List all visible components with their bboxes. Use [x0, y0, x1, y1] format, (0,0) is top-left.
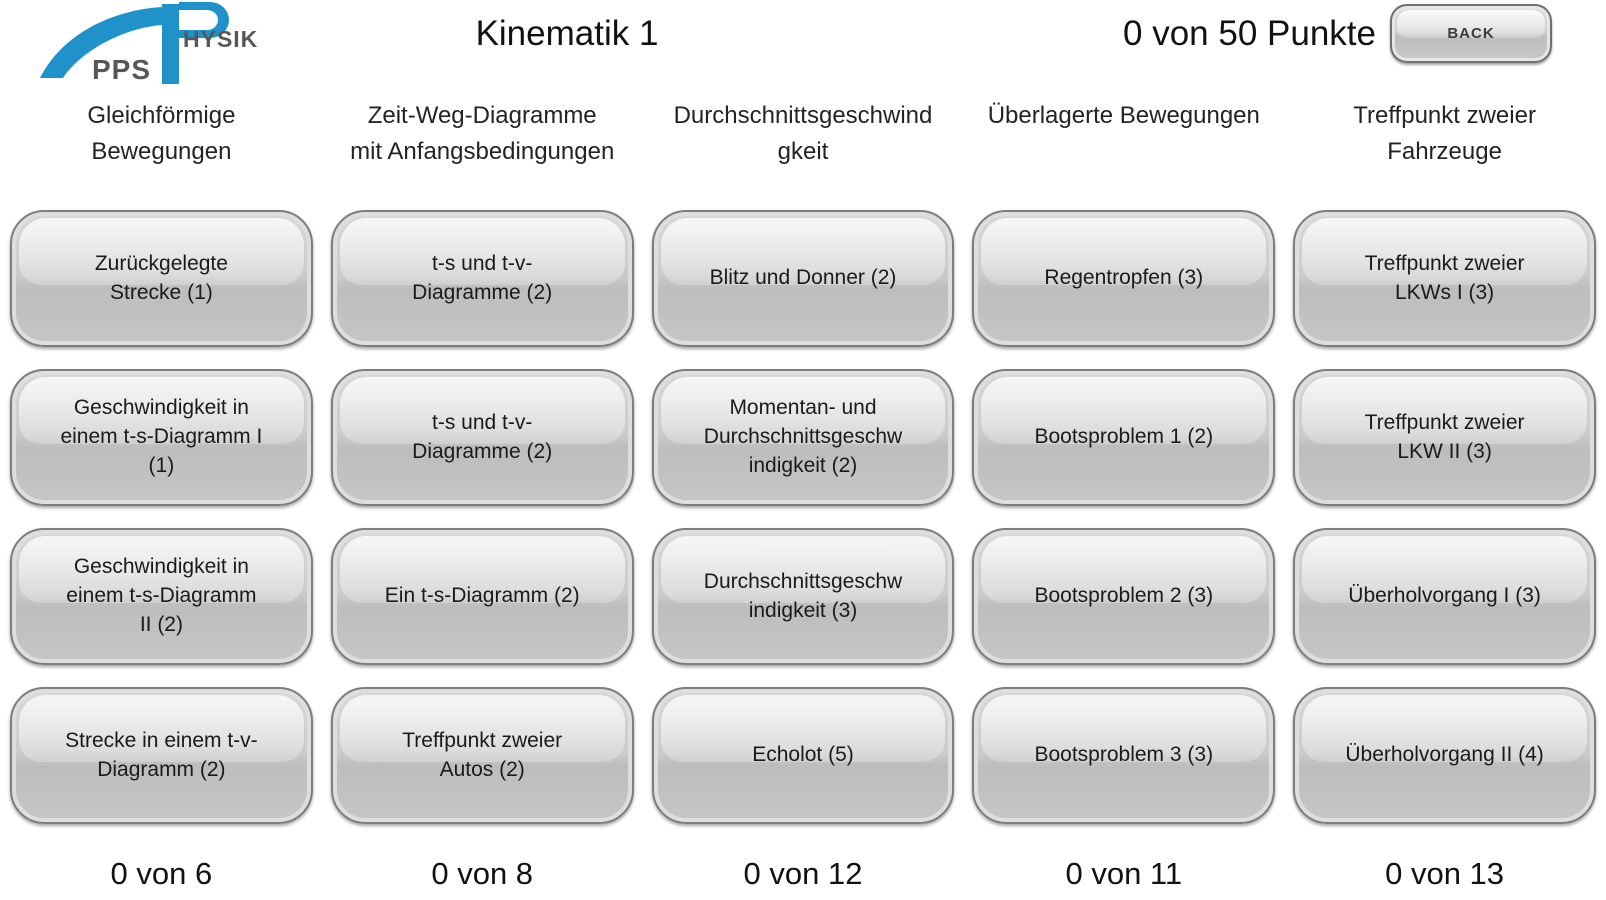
- exercise-button-label: t-s und t-v- Diagramme (2): [412, 410, 553, 463]
- page-title: Kinematik 1: [475, 14, 659, 53]
- exercise-button-label: Treffpunkt zweier Autos (2): [402, 728, 563, 781]
- exercise-button-label: Durchschnittsgeschw indigkeit (3): [703, 569, 903, 622]
- exercise-button-label: Momentan- und Durchschnittsgeschw indigk…: [703, 396, 903, 477]
- score-and-back: 0 von 50 Punkte BACK: [1123, 4, 1552, 63]
- exercise-grid: Gleichförmige Bewegungen Zurückgelegte S…: [0, 92, 1606, 892]
- exercise-button[interactable]: Zurückgelegte Strecke (1): [10, 210, 313, 347]
- apps-physik-logo-icon: PPS HYSIK: [36, 0, 268, 93]
- exercise-button[interactable]: Regentropfen (3): [972, 210, 1276, 347]
- exercise-button[interactable]: Echolot (5): [651, 687, 955, 824]
- exercise-button[interactable]: Ein t-s-Diagramm (2): [330, 528, 634, 665]
- logo-text-pps: PPS: [92, 54, 151, 85]
- back-button[interactable]: BACK: [1390, 4, 1552, 63]
- category-column-ueberlagerte-bewegungen: Überlagerte Bewegungen Regentropfen (3) …: [972, 92, 1276, 892]
- exercise-button-label: Treffpunkt zweier LKWs I (3): [1364, 251, 1525, 304]
- exercise-button-label: Geschwindigkeit in einem t-s-Diagramm I …: [60, 396, 263, 477]
- exercise-button[interactable]: Treffpunkt zweier LKW II (3): [1293, 369, 1596, 506]
- logo-p-stem: [162, 4, 179, 84]
- exercise-button[interactable]: Bootsproblem 1 (2): [972, 369, 1276, 506]
- category-header: Treffpunkt zweier Fahrzeuge: [1353, 102, 1536, 165]
- logo-swoosh: [40, 7, 162, 78]
- category-header: Durchschnittsgeschwind gkeit: [673, 102, 933, 165]
- exercise-button[interactable]: Überholvorgang I (3): [1293, 528, 1596, 665]
- category-score: 0 von 11: [1065, 856, 1183, 891]
- logo-p-bowl-counter: [179, 10, 218, 30]
- exercise-button[interactable]: Geschwindigkeit in einem t-s-Diagramm I …: [10, 369, 313, 506]
- exercise-button[interactable]: Geschwindigkeit in einem t-s-Diagramm II…: [10, 528, 313, 665]
- exercise-button-label: Blitz und Donner (2): [709, 266, 897, 290]
- exercise-button[interactable]: Treffpunkt zweier LKWs I (3): [1293, 210, 1596, 347]
- exercise-button-label: Treffpunkt zweier LKW II (3): [1364, 410, 1525, 463]
- exercise-button-label: Bootsproblem 1 (2): [1034, 425, 1214, 449]
- category-score: 0 von 8: [431, 856, 534, 891]
- category-score: 0 von 6: [110, 856, 213, 891]
- category-column-gleichfoermige-bewegungen: Gleichförmige Bewegungen Zurückgelegte S…: [10, 92, 313, 892]
- exercise-button[interactable]: Bootsproblem 2 (3): [972, 528, 1276, 665]
- category-column-durchschnittsgeschwindigkeit: Durchschnittsgeschwind gkeit Blitz und D…: [651, 92, 955, 892]
- exercise-button-label: Strecke in einem t-v- Diagramm (2): [65, 728, 258, 781]
- top-bar: PPS HYSIK Kinematik 1 0 von 50 Punkte BA…: [0, 0, 1606, 92]
- exercise-button-label: Bootsproblem 3 (3): [1034, 743, 1214, 767]
- total-points: 0 von 50 Punkte: [1123, 13, 1376, 53]
- exercise-button-label: Ein t-s-Diagramm (2): [384, 584, 580, 608]
- exercise-button[interactable]: Treffpunkt zweier Autos (2): [330, 687, 634, 824]
- exercise-button[interactable]: Durchschnittsgeschw indigkeit (3): [651, 528, 955, 665]
- exercise-button-label: Überholvorgang II (4): [1345, 743, 1544, 767]
- exercise-button[interactable]: t-s und t-v- Diagramme (2): [330, 210, 634, 347]
- exercise-button-label: Regentropfen (3): [1044, 266, 1204, 290]
- exercise-button-label: Echolot (5): [752, 743, 854, 767]
- category-header: Überlagerte Bewegungen: [987, 102, 1260, 129]
- exercise-button-label: Bootsproblem 2 (3): [1034, 584, 1214, 608]
- logo-text-hysik: HYSIK: [183, 26, 258, 52]
- category-column-treffpunkt-zweier-fahrzeuge: Treffpunkt zweier Fahrzeuge Treffpunkt z…: [1293, 92, 1596, 892]
- exercise-button-label: Geschwindigkeit in einem t-s-Diagramm II…: [66, 555, 257, 636]
- category-header: Zeit-Weg-Diagramme mit Anfangsbedingunge…: [350, 102, 615, 165]
- back-button-label: BACK: [1447, 25, 1495, 42]
- exercise-button[interactable]: Überholvorgang II (4): [1293, 687, 1596, 824]
- exercise-button-label: Überholvorgang I (3): [1348, 584, 1541, 608]
- exercise-button[interactable]: Momentan- und Durchschnittsgeschw indigk…: [651, 369, 955, 506]
- exercise-button[interactable]: Bootsproblem 3 (3): [972, 687, 1276, 824]
- exercise-button[interactable]: Strecke in einem t-v- Diagramm (2): [10, 687, 313, 824]
- category-score: 0 von 12: [743, 856, 863, 891]
- exercise-button[interactable]: Blitz und Donner (2): [651, 210, 955, 347]
- category-column-zeit-weg-diagramme: Zeit-Weg-Diagramme mit Anfangsbedingunge…: [330, 92, 634, 892]
- exercise-button-label: t-s und t-v- Diagramme (2): [412, 251, 553, 304]
- category-score: 0 von 13: [1385, 856, 1505, 891]
- exercise-button-label: Zurückgelegte Strecke (1): [94, 251, 228, 304]
- exercise-button[interactable]: t-s und t-v- Diagramme (2): [330, 369, 634, 506]
- category-header: Gleichförmige Bewegungen: [87, 102, 236, 165]
